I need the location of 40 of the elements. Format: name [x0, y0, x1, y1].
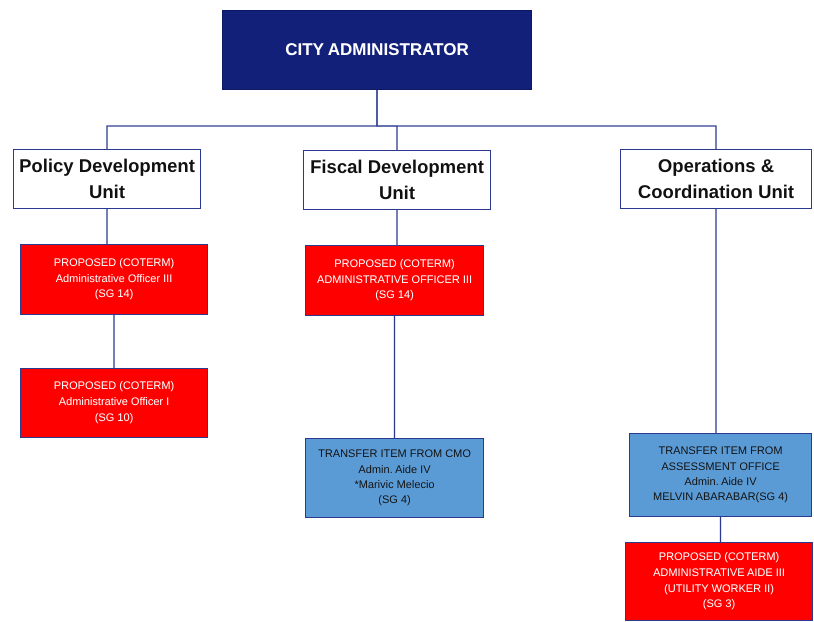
- position-box: [305, 245, 484, 316]
- unit-title: Fiscal Development Unit: [309, 155, 485, 205]
- position-text: PROPOSED (COTERM): [658, 550, 780, 565]
- connector-line: [106, 209, 108, 244]
- position-text: Administrative Officer III: [56, 272, 172, 287]
- position-box: [20, 244, 208, 315]
- unit-box: [620, 149, 812, 209]
- position-box: [20, 368, 208, 438]
- position-text: PROPOSED (COTERM): [54, 379, 174, 394]
- position-box: [629, 433, 812, 517]
- connector-line: [715, 209, 717, 433]
- position-text: *Marivic Melecio: [354, 478, 435, 493]
- position-text: ADMINISTRATIVE AIDE III: [653, 566, 785, 581]
- unit-box: [303, 150, 491, 210]
- connector-line: [376, 90, 717, 149]
- position-text: TRANSFER ITEM FROM ASSESSMENT OFFICE: [657, 444, 784, 475]
- position-text: MELVIN ABARABAR(SG 4): [653, 490, 788, 506]
- position-text: (UTILITY WORKER II): [664, 582, 774, 596]
- unit-title: Operations & Coordination Unit: [636, 154, 796, 204]
- position-text: Admin. Aide IV: [358, 462, 431, 478]
- connector-line: [396, 210, 398, 245]
- position-text: PROPOSED (COTERM): [334, 256, 455, 272]
- position-text: Admin. Aide IV: [684, 475, 757, 490]
- position-box: [305, 438, 484, 518]
- connector-line: [720, 517, 722, 542]
- unit-title: CITY ADMINISTRATOR: [285, 40, 469, 60]
- unit-box: [222, 10, 532, 90]
- position-text: (SG 10): [94, 410, 134, 426]
- position-text: ADMINISTRATIVE OFFICER III: [316, 272, 472, 288]
- position-text: Administrative Officer I: [58, 395, 170, 410]
- position-text: TRANSFER ITEM FROM CMO: [318, 447, 471, 462]
- position-text: (SG 14): [94, 287, 134, 302]
- position-text: (SG 14): [375, 288, 414, 304]
- position-box: [625, 542, 813, 621]
- unit-title: Policy Development Unit: [18, 154, 196, 204]
- position-text: (SG 4): [378, 493, 411, 508]
- connector-line: [113, 315, 115, 368]
- position-text: (SG 3): [702, 597, 736, 612]
- connector-line: [394, 316, 396, 438]
- position-text: PROPOSED (COTERM): [54, 256, 174, 271]
